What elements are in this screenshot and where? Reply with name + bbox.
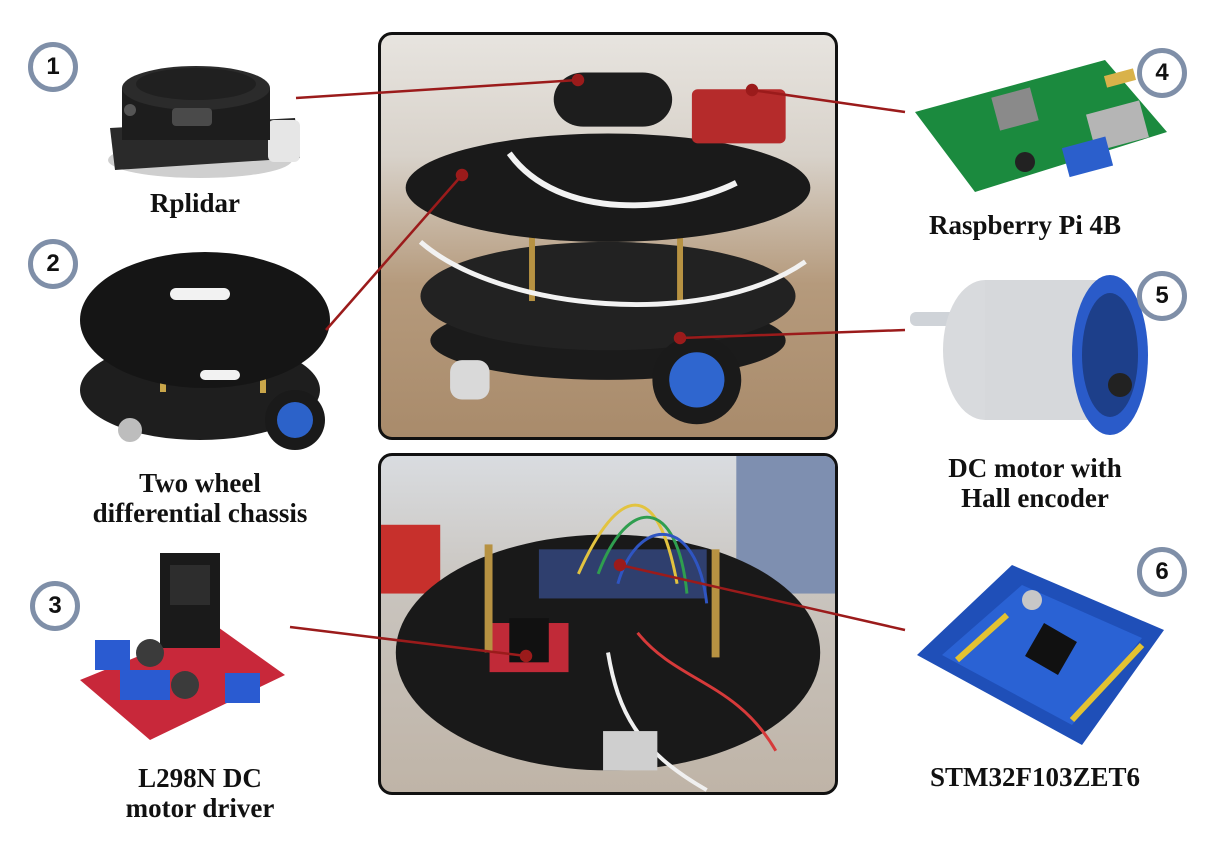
label-stm32-line1: STM32F103ZET6 bbox=[929, 762, 1141, 792]
badge-2: 2 bbox=[28, 239, 78, 289]
label-dc-motor-line2: Hall encoder bbox=[961, 483, 1109, 513]
internal-wiring-photo bbox=[378, 453, 838, 795]
label-chassis-line1: Two wheel bbox=[139, 468, 261, 498]
badge-5: 5 bbox=[1137, 271, 1187, 321]
label-l298n: L298N DC motor driver bbox=[95, 763, 305, 823]
dc-motor-image bbox=[910, 275, 1148, 435]
assembled-robot-photo bbox=[378, 32, 838, 440]
badge-6: 6 bbox=[1137, 547, 1187, 597]
label-rplidar: Rplidar bbox=[110, 188, 280, 218]
badge-3: 3 bbox=[30, 581, 80, 631]
label-raspberry-pi: Raspberry Pi 4B bbox=[905, 210, 1145, 240]
stm32-board-image bbox=[917, 565, 1164, 745]
label-stm32: STM32F103ZET6 bbox=[900, 762, 1170, 792]
rplidar-image bbox=[108, 66, 300, 178]
l298n-driver-image bbox=[80, 553, 285, 740]
label-chassis: Two wheel differential chassis bbox=[60, 468, 340, 528]
chassis-image bbox=[80, 252, 330, 450]
label-chassis-line2: differential chassis bbox=[92, 498, 308, 528]
label-l298n-line1: L298N DC bbox=[138, 763, 262, 793]
badge-4: 4 bbox=[1137, 48, 1187, 98]
label-dc-motor-line1: DC motor with bbox=[948, 453, 1122, 483]
label-rplidar-line1: Rplidar bbox=[149, 188, 241, 218]
badge-1: 1 bbox=[28, 42, 78, 92]
label-l298n-line2: motor driver bbox=[125, 793, 275, 823]
raspberry-pi-image bbox=[915, 60, 1167, 192]
label-raspberry-pi-line1: Raspberry Pi 4B bbox=[929, 210, 1121, 240]
label-dc-motor: DC motor with Hall encoder bbox=[920, 453, 1150, 513]
